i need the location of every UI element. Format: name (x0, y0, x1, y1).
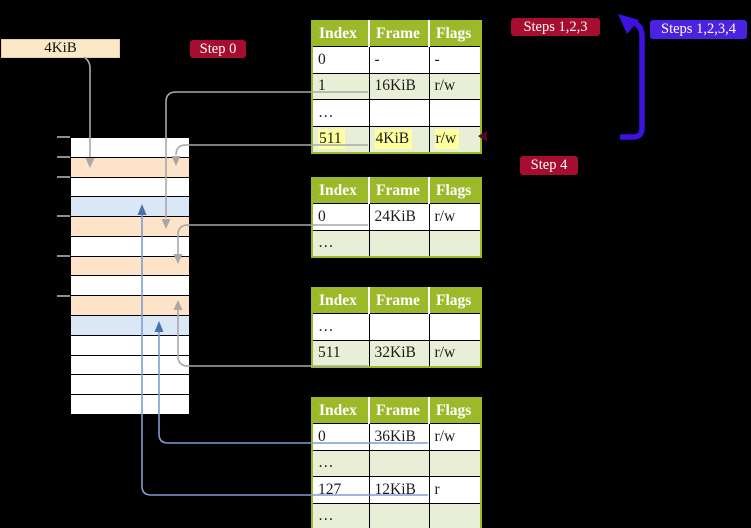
table-cell (368, 502, 430, 528)
table-cell (368, 99, 430, 127)
column-header: Flags (429, 178, 481, 204)
table-cell: 511 (311, 125, 370, 154)
table-cell: 4KiB (368, 125, 430, 154)
recursive-loop-arrow (620, 18, 645, 140)
table-row: … (311, 313, 482, 341)
table-cell: 511 (311, 339, 370, 368)
table-cell (368, 313, 430, 341)
badge-steps-1-2-3-4: Steps 1,2,3,4 (650, 20, 747, 39)
table-cell (428, 229, 482, 258)
table-cell: 16KiB (368, 72, 430, 100)
table-row: … (311, 502, 482, 528)
memory-frame-row (71, 394, 189, 414)
tick-mark (57, 255, 70, 258)
table-row: … (311, 99, 482, 127)
memory-frame-row (71, 315, 189, 335)
table-cell: … (311, 502, 370, 528)
column-header: Frame (369, 398, 430, 424)
column-header: Flags (429, 398, 481, 424)
memory-frame-row (71, 255, 189, 276)
table-row: … (311, 449, 482, 477)
table-cell: - (368, 46, 430, 74)
table-row: 0-- (311, 46, 482, 74)
table-cell: r/w (428, 72, 482, 100)
column-header: Index (312, 288, 370, 314)
table-cell: 12KiB (368, 476, 430, 504)
tick-mark (57, 155, 70, 158)
tick-mark (57, 175, 70, 178)
memory-frame-row (71, 275, 189, 296)
table-row: … (311, 229, 482, 258)
cr3-frame-label: 4KiB (1, 39, 120, 58)
table-cell: 32KiB (368, 339, 430, 368)
column-header: Frame (369, 288, 430, 314)
memory-frame-row (71, 216, 189, 236)
table-cell: 24KiB (368, 203, 430, 231)
table-cell: … (311, 99, 370, 127)
table-cell: 36KiB (368, 423, 430, 451)
memory-frame-row (71, 354, 189, 375)
table-cell: 0 (311, 203, 370, 231)
table-cell: r/w (428, 203, 482, 231)
table-cell: r (428, 476, 482, 504)
column-header: Index (312, 398, 370, 424)
column-header: Flags (429, 288, 481, 314)
table-cell: … (311, 449, 370, 477)
memory-frame-row (71, 374, 189, 395)
memory-frame-row (71, 176, 189, 197)
table-cell (428, 449, 482, 477)
column-header: Frame (369, 178, 430, 204)
tick-mark (57, 136, 70, 138)
arrowhead-upleft-icon (618, 14, 639, 34)
column-header: Frame (369, 21, 430, 47)
table-cell: … (311, 229, 370, 258)
memory-frame-row (71, 235, 189, 256)
tick-mark (57, 215, 70, 218)
table-cell (368, 449, 430, 477)
table-cell: 127 (311, 476, 370, 504)
badge-step-4: Step 4 (520, 156, 578, 175)
table-cell (428, 502, 482, 528)
table-cell (368, 229, 430, 258)
table-cell: r/w (428, 125, 482, 154)
column-header: Flags (429, 21, 481, 47)
column-header: Index (312, 21, 370, 47)
table-cell: 0 (311, 423, 370, 451)
table-cell (428, 313, 482, 341)
physical-memory-column (70, 137, 190, 415)
table-cell: r/w (428, 339, 482, 368)
table-cell: … (311, 313, 370, 341)
table-cell: - (428, 46, 482, 74)
badge-steps-1-2-3: Steps 1,2,3 (511, 18, 600, 36)
column-header: Index (312, 178, 370, 204)
tick-mark (57, 294, 70, 297)
table-cell: r/w (428, 423, 482, 451)
memory-frame-row (71, 334, 189, 355)
table-cell: 0 (311, 46, 370, 74)
table-cell: 1 (311, 72, 370, 100)
memory-frame-row (71, 138, 189, 157)
badge-step-0: Step 0 (190, 40, 246, 58)
table-cell (428, 99, 482, 127)
memory-frame-row (71, 196, 189, 217)
memory-frame-row (71, 295, 189, 316)
memory-frame-row (71, 156, 189, 177)
